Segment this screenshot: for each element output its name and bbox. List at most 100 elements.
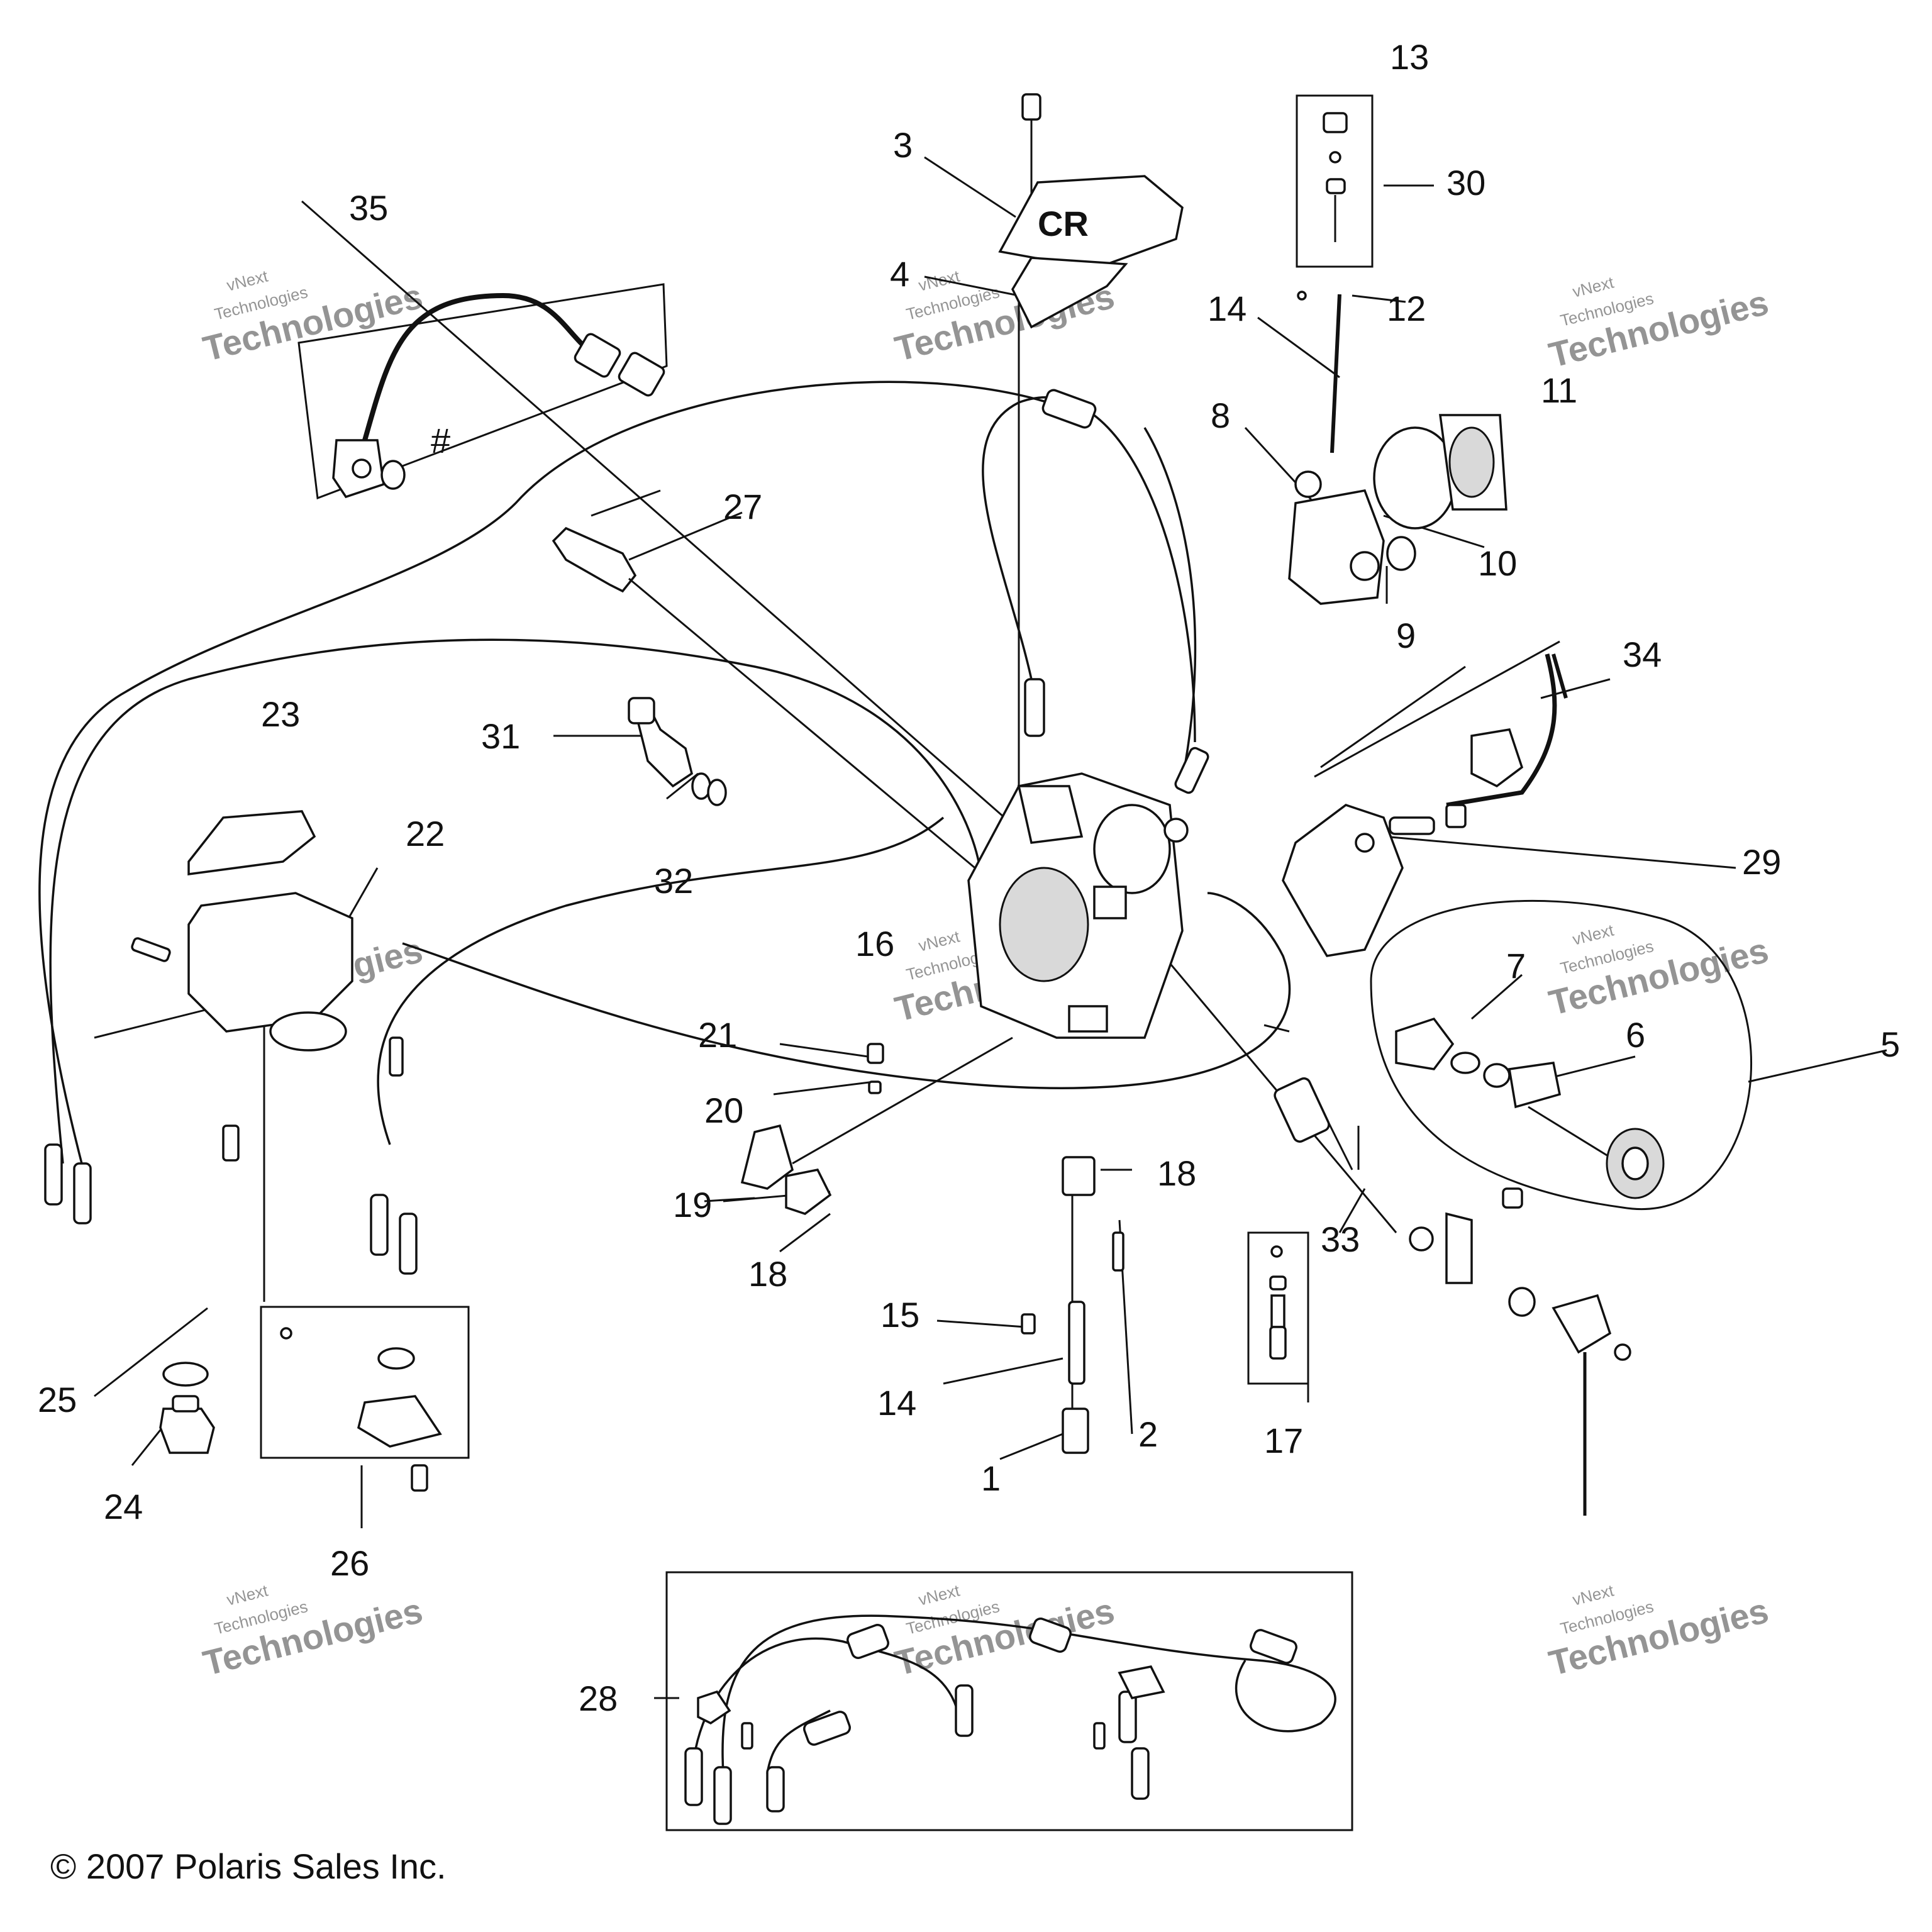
svg-text:vNext: vNext bbox=[1570, 1580, 1616, 1609]
jet-stack-part bbox=[1323, 112, 1348, 242]
hose-lines bbox=[38, 380, 1291, 1275]
callout-13: 13 bbox=[1390, 37, 1429, 77]
carburetor-body-part bbox=[967, 772, 1189, 1039]
callout-35: 34 bbox=[1623, 635, 1662, 674]
callout-2: 2 bbox=[1138, 1414, 1158, 1454]
choke-cable-part bbox=[1445, 653, 1568, 828]
hose-end bbox=[370, 1194, 389, 1256]
callout-28: 27 bbox=[723, 487, 762, 526]
fuel-fitting-part bbox=[1274, 1077, 1360, 1170]
jets-part bbox=[1021, 1156, 1124, 1454]
vent-hose-lower-loop bbox=[402, 892, 1291, 1089]
vent-hose-top bbox=[1143, 427, 1197, 780]
hose-end bbox=[44, 1143, 63, 1206]
svg-text:vNext: vNext bbox=[916, 926, 962, 955]
hose-end bbox=[399, 1213, 418, 1275]
callout-4: 4 bbox=[890, 254, 909, 294]
float-needle-kit-part bbox=[280, 1327, 442, 1492]
callout-32: 31 bbox=[481, 716, 520, 756]
callout-14-bottom: 14 bbox=[877, 1383, 916, 1423]
accelerator-pump-part bbox=[1395, 1017, 1665, 1199]
watermark: vNext Technologies Technologies bbox=[199, 1580, 426, 1683]
svg-text:vNext: vNext bbox=[225, 266, 270, 294]
choke-plunger-part bbox=[704, 1043, 884, 1215]
callout-27: 26 bbox=[330, 1543, 369, 1583]
vent-hose-left-outer bbox=[38, 380, 1082, 1164]
callout-1: 1 bbox=[981, 1458, 1001, 1498]
callout-30: 29 bbox=[1742, 842, 1781, 882]
kit-box-17 bbox=[1247, 1231, 1309, 1385]
gasket-part bbox=[1011, 257, 1128, 329]
callout-11: 11 bbox=[1541, 370, 1577, 410]
callout-3: 3 bbox=[893, 125, 913, 165]
watermark: vNext Technologies Technologies bbox=[199, 266, 426, 369]
watermark: vNext Technologies Technologies bbox=[1545, 1580, 1772, 1683]
idle-adjust-screw-part bbox=[552, 526, 1013, 901]
jet-needle-part bbox=[1330, 294, 1341, 453]
accelerator-pump-group-5 bbox=[1370, 899, 1753, 1210]
top-cover-part: CR bbox=[998, 93, 1184, 265]
callout-14-top: 14 bbox=[1208, 289, 1246, 328]
callout-24: 23 bbox=[261, 694, 300, 734]
callout-19: 18 bbox=[748, 1254, 787, 1294]
callout-18: 18 bbox=[1157, 1153, 1196, 1193]
svg-text:vNext: vNext bbox=[916, 1580, 962, 1609]
callout-16: 16 bbox=[855, 924, 894, 963]
fitting-part bbox=[628, 697, 727, 806]
callout-15: 15 bbox=[880, 1295, 919, 1335]
hose-end bbox=[1024, 678, 1045, 737]
callout-labels: 13 3 35 30 4 14 12 11 8 27 10 9 34 23 31… bbox=[38, 37, 1900, 1718]
callout-23: 22 bbox=[406, 814, 445, 853]
callout-31: 30 bbox=[1446, 163, 1485, 203]
kit-box-27 bbox=[260, 1306, 470, 1459]
throttle-sensor-part bbox=[332, 292, 665, 499]
svg-text:vNext: vNext bbox=[225, 1580, 270, 1609]
drain-plug-part bbox=[159, 1362, 215, 1454]
hose-end bbox=[1174, 747, 1209, 794]
callout-20: 19 bbox=[673, 1185, 712, 1224]
callout-17: 17 bbox=[1264, 1421, 1303, 1460]
throttle-cap-part bbox=[1288, 470, 1385, 605]
callout-34: 33 bbox=[1321, 1219, 1360, 1259]
svg-text:vNext: vNext bbox=[1570, 920, 1616, 948]
parts: CR bbox=[131, 93, 1665, 1825]
callout-7: 7 bbox=[1506, 946, 1526, 985]
kit-box-29 bbox=[665, 1571, 1353, 1831]
callout-10: 10 bbox=[1478, 543, 1517, 583]
callout-9: 9 bbox=[1396, 616, 1416, 655]
watermark: vNext Technologies Technologies bbox=[1545, 920, 1772, 1023]
svg-text:vNext: vNext bbox=[1570, 272, 1616, 301]
hose-kit-part bbox=[684, 1614, 1336, 1825]
float-bowl-gasket-part bbox=[187, 810, 316, 875]
throttle-cover-part bbox=[1282, 804, 1435, 957]
callout-22: 21 bbox=[698, 1015, 737, 1055]
kit-box-31 bbox=[1296, 94, 1374, 268]
callout-36: 35 bbox=[349, 188, 388, 228]
callout-8: 8 bbox=[1211, 396, 1230, 435]
callout-5: 5 bbox=[1880, 1024, 1900, 1064]
diaphragm-cover-part bbox=[1439, 414, 1507, 511]
callout-33: 32 bbox=[654, 861, 693, 901]
callout-21: 20 bbox=[704, 1091, 743, 1130]
callout-12: 12 bbox=[1387, 289, 1426, 328]
callout-29: 28 bbox=[579, 1679, 618, 1718]
vent-hose-right-drop bbox=[377, 816, 945, 1145]
callout-6: 6 bbox=[1626, 1015, 1645, 1055]
cr-stamp: CR bbox=[1038, 204, 1089, 243]
callout-25: 24 bbox=[104, 1487, 143, 1526]
watermark: vNext Technologies Technologies bbox=[1545, 272, 1772, 375]
watermark: vNext Technologies Technologies bbox=[891, 1580, 1118, 1683]
callout-26: 25 bbox=[38, 1380, 77, 1419]
vent-hose-center-loop bbox=[982, 396, 1196, 743]
throttle-linkage-part bbox=[1409, 1187, 1631, 1516]
hose-end bbox=[1041, 389, 1097, 429]
hash-mark: # bbox=[431, 421, 450, 460]
hose-end bbox=[73, 1162, 92, 1224]
vent-hose-left-inner bbox=[49, 638, 982, 1164]
pump-kit-part bbox=[1269, 1245, 1287, 1360]
copyright-notice: © 2007 Polaris Sales Inc. bbox=[50, 1846, 447, 1886]
float-bowl-part bbox=[131, 892, 404, 1162]
washer-part bbox=[1386, 536, 1416, 571]
e-clip-part bbox=[1297, 291, 1307, 301]
